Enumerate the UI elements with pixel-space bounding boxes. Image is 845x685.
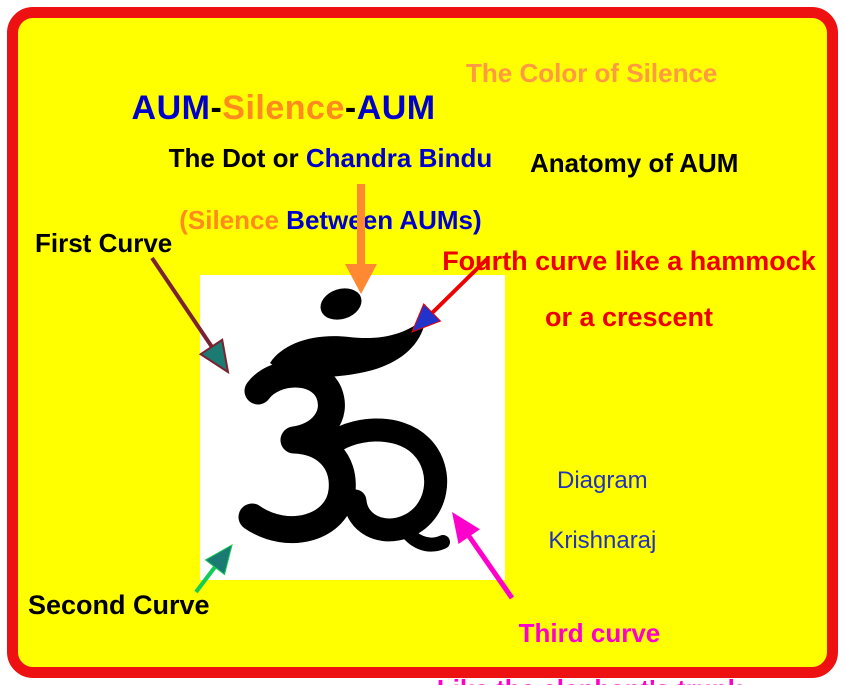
credit-label: Diagram Krishnaraj (505, 436, 673, 586)
fourth-curve-line2: or a crescent (544, 302, 714, 332)
om-crescent (270, 317, 426, 377)
fourth-curve-line1: Fourth curve like a hammock (442, 246, 816, 276)
om-trunk-tail (397, 520, 450, 552)
om-symbol-icon (238, 288, 450, 552)
dot-label-between: Between AUMs) (278, 205, 482, 235)
credit-line2: Krishnaraj (548, 527, 657, 554)
title-dash-1: - (210, 89, 223, 127)
third-curve-line1: Third curve (518, 618, 661, 648)
om-three-shape (238, 360, 356, 544)
page-title: AUM-Silence-AUM (93, 50, 436, 167)
third-curve-line2: Like the elephant's trunk (437, 674, 742, 685)
title-aum-1: AUM (131, 89, 211, 127)
om-dot (320, 288, 362, 320)
second-curve-label: Second Curve (28, 590, 210, 620)
title-aum-2: AUM (356, 89, 436, 127)
first-curve-label: First Curve (35, 228, 173, 258)
dot-label-silence: (Silence (179, 205, 279, 235)
color-of-silence-label: The Color of Silence (466, 58, 718, 88)
third-curve-label: Third curve Like the elephant's trunk (400, 591, 750, 685)
dot-label-blue: Chandra Bindu (305, 143, 493, 173)
om-image-panel (200, 275, 505, 580)
title-silence: Silence (222, 89, 345, 127)
title-dash-2: - (344, 89, 357, 127)
om-trunk-loop (315, 418, 448, 542)
dot-label-black: The Dot or (168, 143, 306, 173)
chandra-bindu-label: The Dot or Chandra Bindu (Silence Betwee… (130, 112, 502, 267)
anatomy-label: Anatomy of AUM (530, 148, 739, 178)
credit-line1: Diagram (556, 467, 648, 494)
